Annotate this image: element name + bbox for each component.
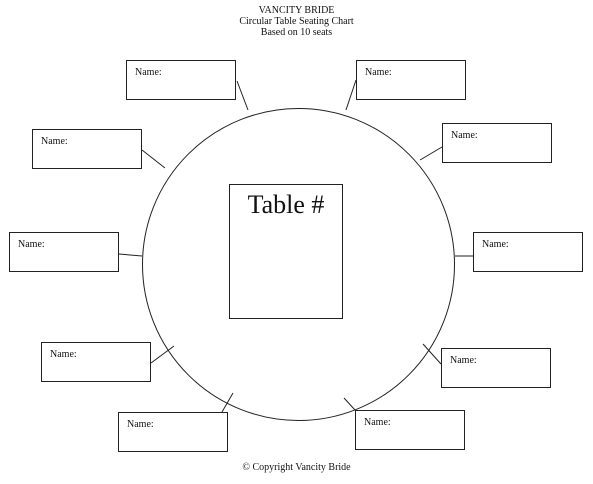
seats-note: Based on 10 seats	[260, 27, 333, 38]
seat-name-box: Name:	[441, 348, 551, 388]
seat-name-label: Name:	[364, 417, 391, 428]
seat-name-label: Name:	[18, 239, 45, 250]
connector-line	[419, 146, 443, 161]
connector-line	[118, 253, 143, 257]
seat-name-box: Name:	[9, 232, 119, 272]
seat-name-box: Name:	[41, 342, 151, 382]
connector-line	[236, 80, 249, 111]
seat-name-label: Name:	[450, 355, 477, 366]
seat-name-box: Name:	[118, 412, 228, 452]
seat-name-box: Name:	[356, 60, 466, 100]
copyright-footer: © Copyright Vancity Bride	[242, 462, 351, 473]
seat-name-label: Name:	[482, 239, 509, 250]
seat-name-label: Name:	[127, 419, 154, 430]
seat-name-label: Name:	[50, 349, 77, 360]
chart-header: VANCITY BRIDE Circular Table Seating Cha…	[0, 5, 593, 38]
chart-subtitle: Circular Table Seating Chart	[239, 16, 354, 27]
connector-line	[345, 79, 357, 111]
seat-name-box: Name:	[473, 232, 583, 272]
connector-line	[141, 149, 166, 169]
seat-name-box: Name:	[442, 123, 552, 163]
seat-name-box: Name:	[32, 129, 142, 169]
seat-name-label: Name:	[41, 136, 68, 147]
table-number-box	[229, 184, 343, 319]
seat-name-label: Name:	[365, 67, 392, 78]
chart-title: VANCITY BRIDE	[258, 5, 335, 16]
seat-name-label: Name:	[451, 130, 478, 141]
round-table-circle	[142, 108, 455, 421]
seat-name-box: Name:	[355, 410, 465, 450]
seat-name-box: Name:	[126, 60, 236, 100]
table-label: Table #	[247, 190, 325, 219]
seat-name-label: Name:	[135, 67, 162, 78]
